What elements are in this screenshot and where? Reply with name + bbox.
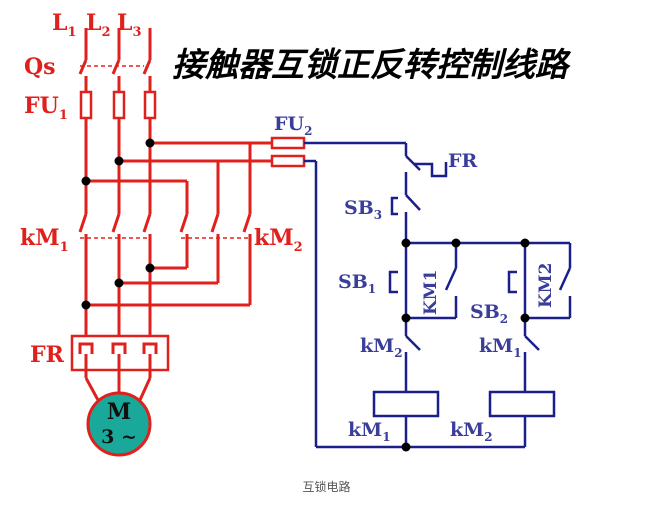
km1-label: kM bbox=[20, 225, 60, 251]
km2-interlock-label: kM bbox=[360, 335, 394, 357]
control-junctions bbox=[401, 238, 530, 452]
fu1-sub: 1 bbox=[59, 108, 68, 123]
fu2-label: FU bbox=[274, 113, 304, 135]
motor: M 3 ~ bbox=[86, 391, 152, 457]
control-circuit bbox=[270, 136, 572, 449]
svg-text:SB3: SB3 bbox=[344, 197, 382, 222]
fr-power-label: FR bbox=[30, 342, 65, 368]
l1-sub: 1 bbox=[67, 25, 76, 40]
svg-text:kM1: kM1 bbox=[479, 335, 522, 360]
svg-text:kM1: kM1 bbox=[348, 419, 391, 444]
svg-text:FU1: FU1 bbox=[24, 93, 68, 123]
fu2-sub: 2 bbox=[304, 124, 312, 138]
km1-interlock-label: kM bbox=[479, 335, 513, 357]
circuit-diagram: 接触器互锁正反转控制线路 bbox=[20, 10, 572, 457]
image-caption: 互锁电路 bbox=[302, 480, 351, 494]
sb1-sub: 1 bbox=[368, 282, 376, 296]
fr-control-label: FR bbox=[448, 150, 477, 172]
power-labels: L1 L2 L3 Qs FU1 kM1 kM2 FR bbox=[20, 10, 303, 368]
km1-sub: 1 bbox=[60, 240, 69, 255]
svg-text:SB2: SB2 bbox=[470, 301, 508, 326]
svg-text:L3: L3 bbox=[117, 10, 142, 40]
sb3-sub: 3 bbox=[374, 208, 382, 222]
l3-sub: 3 bbox=[132, 25, 141, 40]
control-labels: FU2 FR SB3 SB1 SB2 KM1 KM2 kM2 kM1 kM1 k… bbox=[274, 113, 556, 444]
svg-text:kM2: kM2 bbox=[254, 225, 303, 255]
l2-sub: 2 bbox=[101, 25, 110, 40]
sb1-label: SB bbox=[338, 271, 368, 293]
km1-interlock-sub: 1 bbox=[513, 346, 521, 360]
km1-aux-label: KM1 bbox=[421, 270, 441, 315]
svg-text:SB1: SB1 bbox=[338, 271, 376, 296]
motor-m-label: M bbox=[107, 399, 131, 425]
km2-interlock-sub: 2 bbox=[394, 346, 402, 360]
km2-label: kM bbox=[254, 225, 294, 251]
km2-coil-label: kM bbox=[450, 419, 484, 441]
svg-text:FU2: FU2 bbox=[274, 113, 312, 138]
svg-text:kM1: kM1 bbox=[20, 225, 69, 255]
fu1-label: FU bbox=[24, 93, 59, 119]
sb2-sub: 2 bbox=[500, 312, 508, 326]
qs-label: Qs bbox=[24, 54, 56, 80]
power-circuit bbox=[70, 28, 272, 401]
power-junctions bbox=[81, 138, 155, 310]
svg-text:L2: L2 bbox=[86, 10, 111, 40]
km2-sub: 2 bbox=[294, 240, 303, 255]
l1-label: L bbox=[52, 10, 67, 36]
km1-coil-label: kM bbox=[348, 419, 382, 441]
svg-text:kM2: kM2 bbox=[360, 335, 403, 360]
km2-coil-sub: 2 bbox=[484, 430, 492, 444]
km1-coil-sub: 1 bbox=[382, 430, 390, 444]
km2-aux-label: KM2 bbox=[536, 263, 556, 308]
diagram-title: 接触器互锁正反转控制线路 bbox=[172, 45, 572, 84]
sb3-label: SB bbox=[344, 197, 374, 219]
svg-text:kM2: kM2 bbox=[450, 419, 493, 444]
svg-text:L1: L1 bbox=[52, 10, 77, 40]
sb2-label: SB bbox=[470, 301, 500, 323]
l3-label: L bbox=[117, 10, 132, 36]
motor-spec-label: 3 ~ bbox=[101, 426, 137, 448]
l2-label: L bbox=[86, 10, 101, 36]
